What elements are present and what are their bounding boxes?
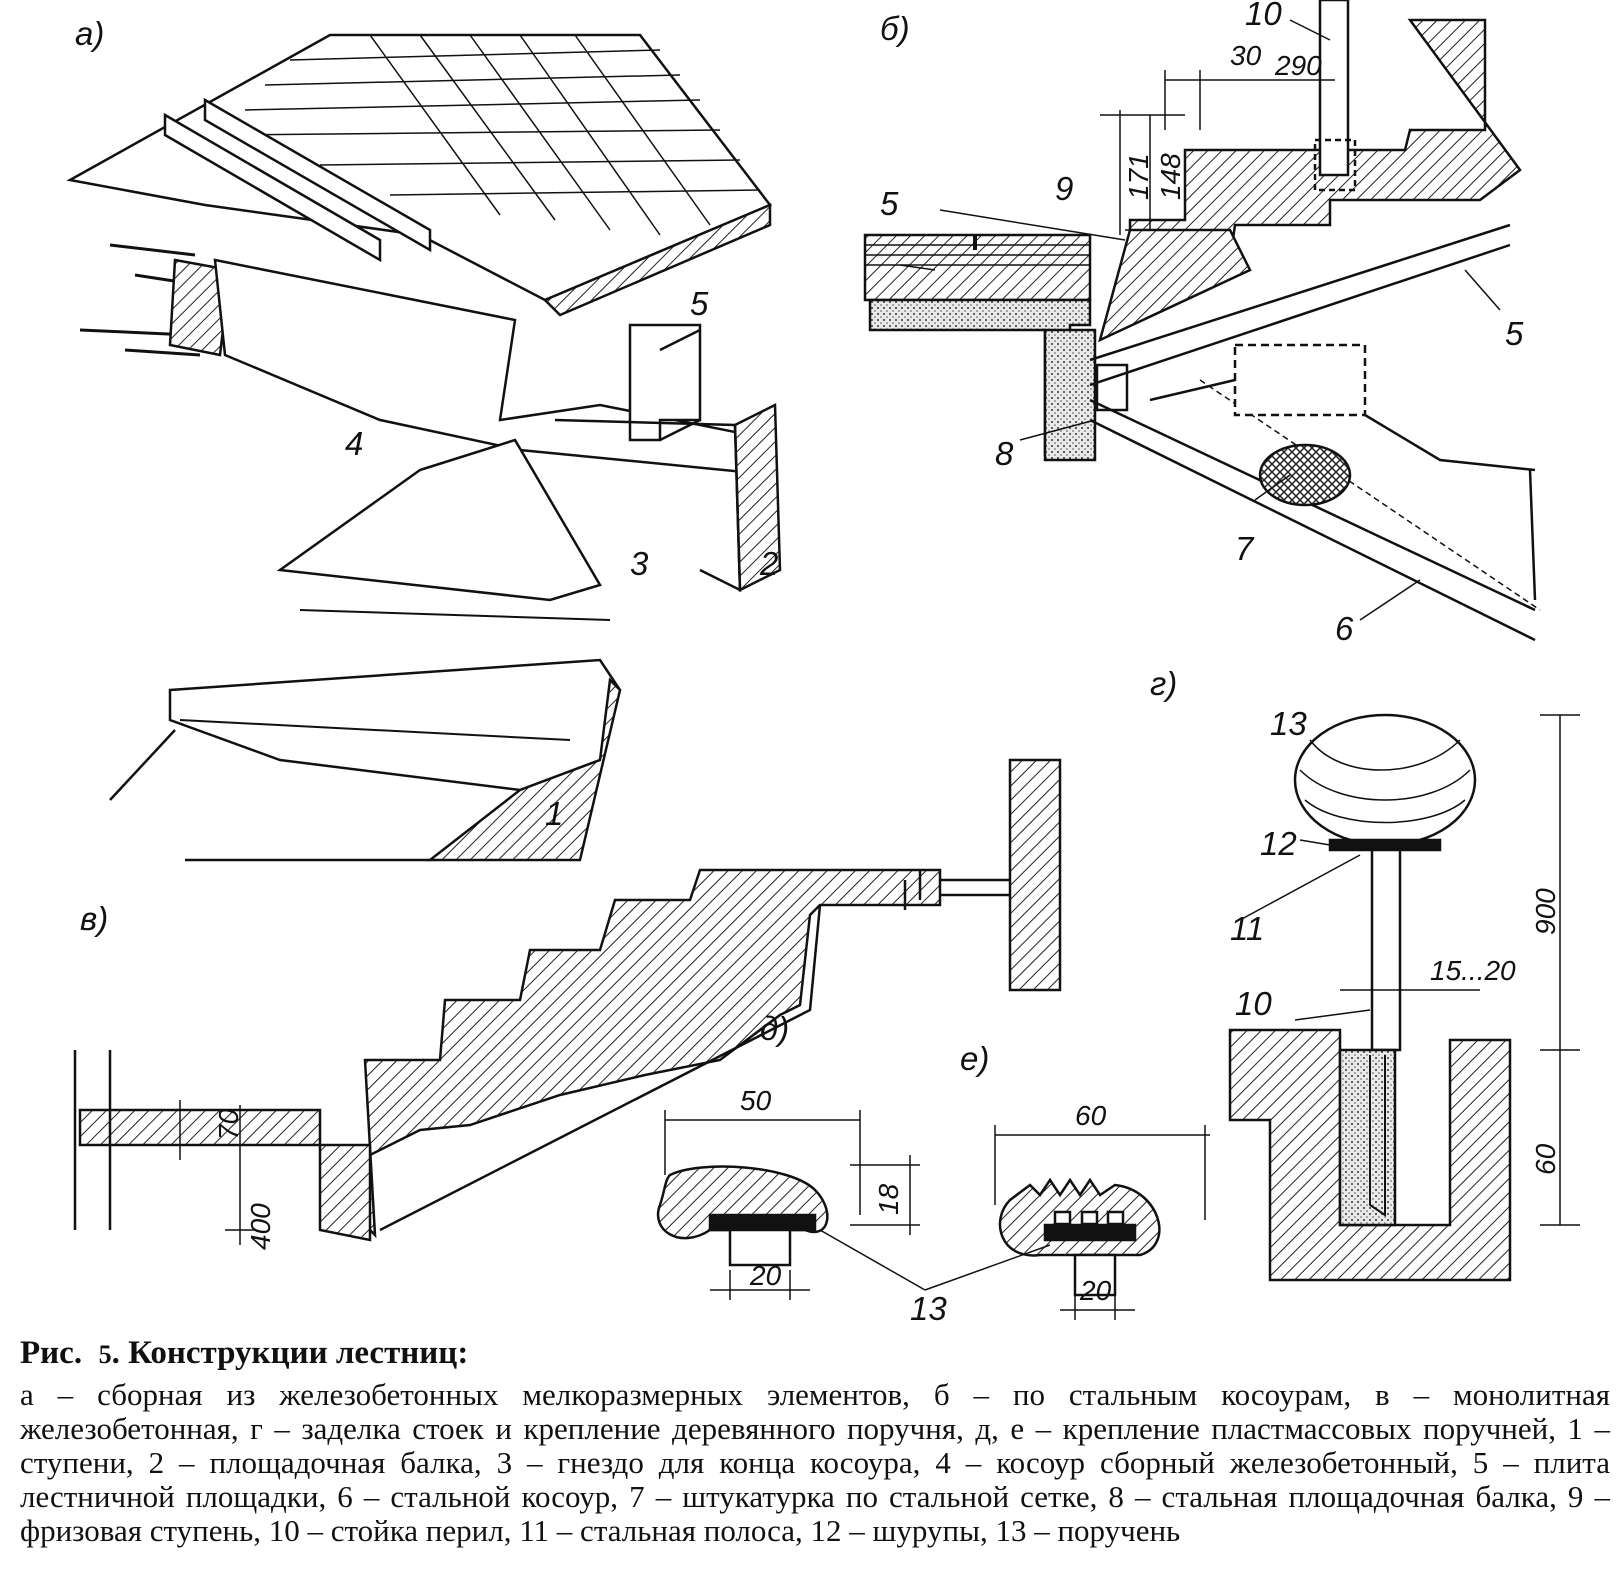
dimension-label: 60: [1075, 1100, 1107, 1131]
part-number: 5: [880, 185, 899, 222]
panel-a-drawing: [66, 33, 782, 862]
part-number: 4: [345, 425, 363, 462]
stair-flight-hatch: [1098, 228, 1252, 343]
panel-label-b: б): [880, 10, 910, 47]
part-number: 10: [1235, 985, 1272, 1022]
panel-label-a: а): [75, 15, 104, 52]
baluster-10-g: [1370, 848, 1402, 1052]
part-number: 5: [1505, 315, 1524, 352]
plaster-mesh-7: [1258, 443, 1352, 507]
part-number: 5: [690, 285, 709, 322]
floor-tiles: [229, 34, 761, 236]
stair-construction-drawing: а) б) в) г) д) е) 1 2 3 4 5 5 5 6 7 8 9 …: [66, 0, 1580, 1327]
part-number: 2: [759, 545, 778, 582]
monolithic-flight-hatch: [358, 868, 942, 1239]
part-number: 9: [1055, 170, 1073, 207]
part-number: 7: [1235, 530, 1255, 567]
part-number: 6: [1335, 610, 1354, 647]
panel-v-drawing: [73, 758, 1062, 1245]
caption-title: Рис. 5. Конструкции лестниц:: [20, 1336, 1610, 1372]
dimension-label: 18: [873, 1183, 904, 1215]
fig-title: . Конструкции лестниц:: [111, 1335, 469, 1371]
baluster-10: [1318, 0, 1350, 177]
dimension-label: 70: [213, 1108, 244, 1140]
plastic-handrail-e: [998, 1177, 1161, 1257]
dimension-label: 290: [1274, 50, 1322, 81]
wall-anchors: [79, 243, 201, 357]
part-number: 12: [1260, 825, 1297, 862]
part-number: 13: [910, 1290, 947, 1327]
part-number: 10: [1245, 0, 1282, 32]
part-number: 13: [1270, 705, 1307, 742]
dimension-label: 60: [1530, 1143, 1561, 1175]
part-number-labels: 1 2 3 4 5 5 5 6 7 8 9 10 10 11 12 13 13: [345, 0, 1524, 1327]
dimension-label: 900: [1530, 888, 1561, 935]
panel-label-v: в): [80, 900, 108, 937]
wall-hatch-v: [1008, 758, 1062, 992]
fig-number: 5: [98, 1340, 112, 1369]
baluster-d: [728, 1228, 792, 1267]
panel-b-drawing: [863, 0, 1541, 642]
panel-d-drawing: [656, 1110, 926, 1300]
dimension-label: 50: [740, 1085, 772, 1116]
part-number: 11: [1230, 910, 1264, 947]
baluster-e: [1073, 1253, 1117, 1297]
panel-b-dimensions: [1100, 70, 1335, 235]
dimension-label: 20: [749, 1260, 782, 1291]
panel-e-drawing: [924, 1125, 1210, 1320]
landing-slab-v: [78, 1108, 372, 1242]
grout-fill: [1338, 1048, 1397, 1227]
panel-label-e: е): [960, 1040, 989, 1077]
part-number: 8: [995, 435, 1014, 472]
part-number: 1: [545, 795, 563, 832]
dimension-label: 400: [245, 1203, 276, 1250]
wooden-handrail-13: [1293, 713, 1477, 847]
panel-g-drawing: [1228, 713, 1580, 1282]
panel-label-d: д): [760, 1010, 789, 1047]
figure-caption: Рис. 5. Конструкции лестниц: а – сборная…: [20, 1336, 1610, 1548]
flight-steps-1: [168, 658, 622, 792]
dimension-label: 30: [1230, 40, 1262, 71]
dimension-label: 148: [1155, 153, 1186, 200]
dimension-label: 171: [1123, 153, 1154, 200]
dimension-label: 15...20: [1430, 955, 1516, 986]
panel-labels: а) б) в) г) д) е): [75, 10, 1177, 1077]
fig-prefix: Рис.: [20, 1335, 83, 1371]
landing-slab-edge: [542, 203, 772, 317]
socket-3: [628, 323, 702, 442]
part-number: 3: [630, 545, 649, 582]
dimension-label: 20: [1079, 1275, 1112, 1306]
wall-hatch: [168, 258, 232, 357]
caption-legend: а – сборная из железобетонных мелкоразме…: [20, 1377, 1610, 1548]
steel-stringer-6: [1089, 223, 1536, 642]
dimension-labels: 30 290 171 148 70 400 50 18 20 60 20 900…: [213, 40, 1561, 1306]
panel-label-g: г): [1150, 665, 1177, 702]
